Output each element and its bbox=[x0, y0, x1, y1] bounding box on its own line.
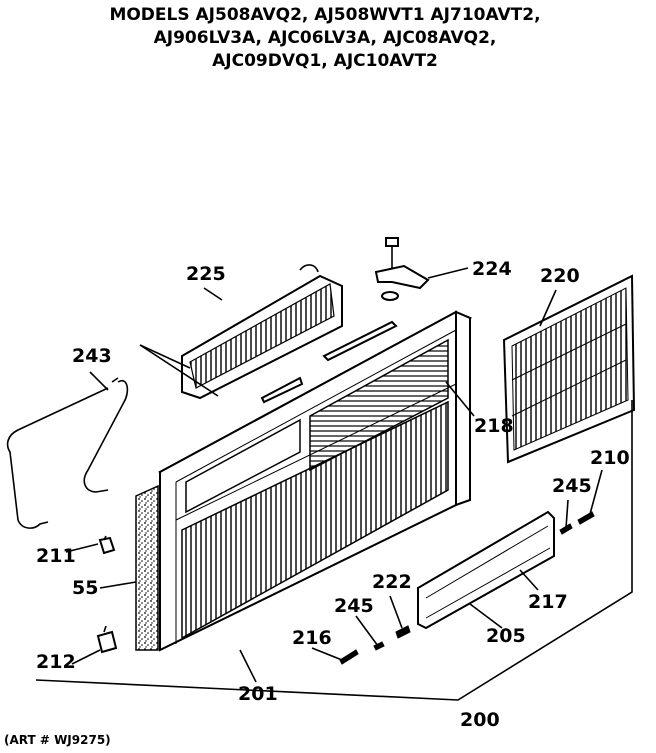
small-pins bbox=[339, 511, 595, 665]
label-222: 222 bbox=[372, 571, 412, 593]
assembly-bracket-200 bbox=[35, 400, 633, 701]
label-212: 212 bbox=[36, 651, 76, 673]
part-201-front-panel bbox=[158, 310, 473, 652]
leader-lines bbox=[65, 267, 603, 683]
label-205: 205 bbox=[486, 625, 526, 647]
part-216-pin bbox=[339, 649, 359, 665]
top-brackets bbox=[260, 320, 398, 404]
title-line-1: MODELS AJ508AVQ2, AJ508WVT1 AJ710AVT2, bbox=[109, 5, 540, 25]
part-211-clip bbox=[98, 535, 116, 555]
title-line-2: AJ906LV3A, AJC06LV3A, AJC08AVQ2, bbox=[154, 28, 497, 48]
art-number: (ART # WJ9275) bbox=[4, 733, 111, 747]
part-245-pin-lower bbox=[373, 641, 385, 651]
label-55: 55 bbox=[72, 577, 98, 599]
part-225-vent-assembly bbox=[139, 264, 343, 400]
part-222-pin bbox=[395, 625, 411, 639]
label-216: 216 bbox=[292, 627, 332, 649]
label-225: 225 bbox=[186, 263, 226, 285]
part-labels: 225 224 220 243 218 210 245 211 55 222 2… bbox=[36, 258, 630, 731]
label-245-lower: 245 bbox=[334, 595, 374, 617]
part-212-clip bbox=[96, 625, 118, 654]
diagram-title: MODELS AJ508AVQ2, AJ508WVT1 AJ710AVT2, A… bbox=[109, 5, 540, 71]
label-200: 200 bbox=[460, 709, 500, 731]
label-201: 201 bbox=[238, 683, 278, 705]
part-205-drip-rail bbox=[417, 510, 555, 630]
label-217: 217 bbox=[528, 591, 568, 613]
part-55-foam-insulation bbox=[135, 484, 159, 651]
label-243: 243 bbox=[72, 345, 112, 367]
label-218: 218 bbox=[474, 415, 514, 437]
label-245-upper: 245 bbox=[552, 475, 592, 497]
part-210-pin bbox=[577, 511, 595, 525]
part-243-harness bbox=[6, 377, 129, 529]
label-224: 224 bbox=[472, 258, 512, 280]
part-220-air-filter bbox=[502, 274, 636, 464]
label-220: 220 bbox=[540, 265, 580, 287]
label-211: 211 bbox=[36, 545, 76, 567]
title-line-3: AJC09DVQ1, AJC10AVT2 bbox=[212, 51, 438, 71]
label-210: 210 bbox=[590, 447, 630, 469]
part-224-hinge bbox=[374, 237, 430, 301]
